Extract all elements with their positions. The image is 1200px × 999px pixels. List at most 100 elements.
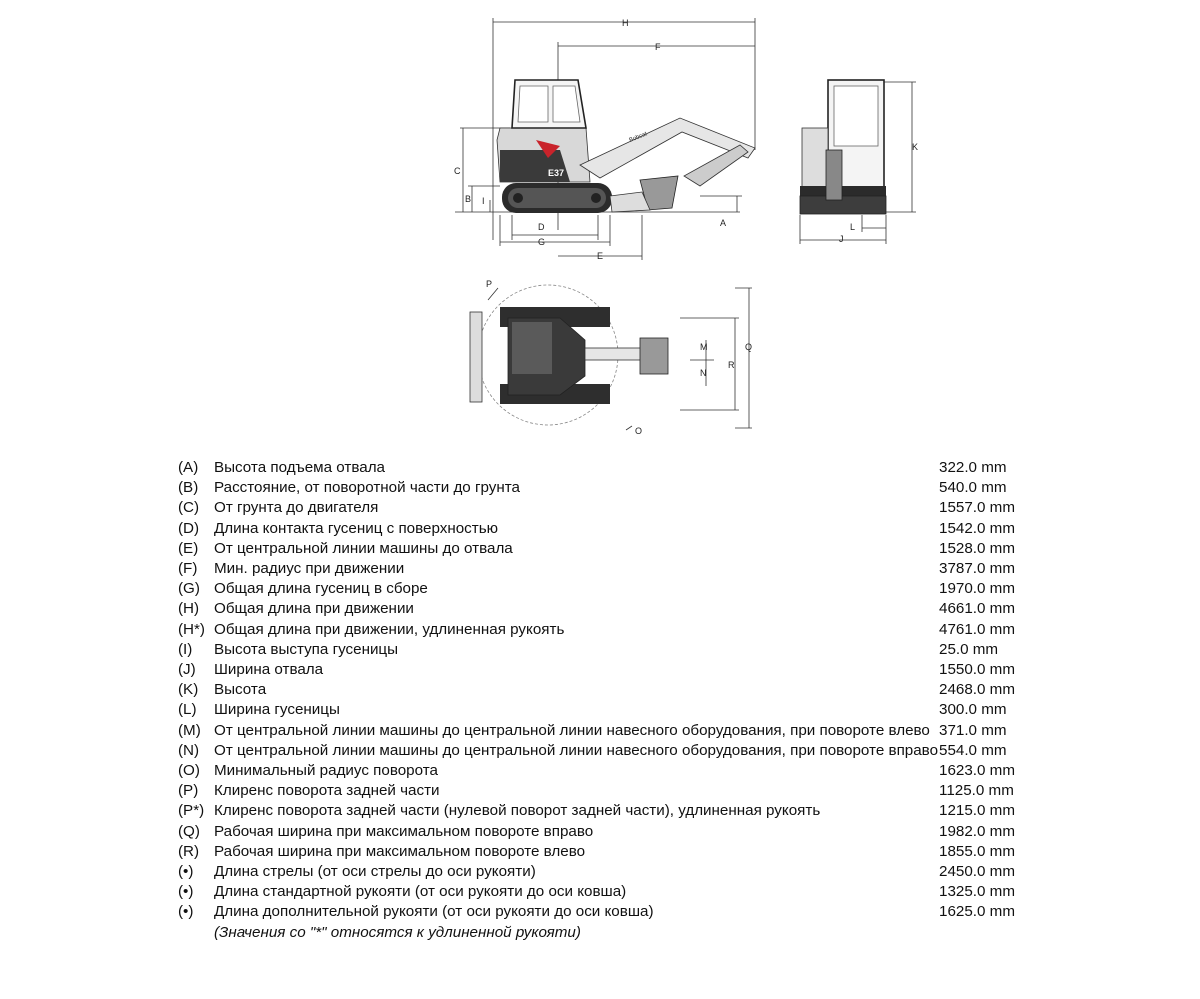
spec-value: 4661.0 mm (939, 600, 1015, 618)
dim-label-c: C (454, 166, 461, 176)
spec-value: 554.0 mm (939, 741, 1007, 759)
dim-label-i: I (482, 196, 485, 206)
spec-description: Минимальный радиус поворота (214, 762, 438, 780)
spec-code: (R) (178, 842, 200, 860)
spec-code: (I) (178, 640, 193, 658)
spec-row: (D) Длина контакта гусениц с поверхностью… (178, 519, 1048, 539)
spec-value: 3787.0 mm (939, 560, 1015, 578)
spec-code: (N) (178, 741, 200, 759)
top-view-diagram: P Q R M N O (469, 279, 752, 436)
spec-row: (E) От центральной линии машины до отвала… (178, 539, 1048, 559)
spec-row: (P*)Клиренс поворота задней части (нулев… (178, 801, 1048, 821)
spec-description: Длина контакта гусениц с поверхностью (214, 519, 499, 537)
dim-label-f: F (655, 42, 661, 52)
spec-row: (F) Мин. радиус при движении 3787.0 mm (178, 559, 1048, 579)
spec-row: (I) Высота выступа гусеницы 25.0 mm (178, 640, 1048, 660)
spec-row: (Q) Рабочая ширина при максимальном повор… (178, 822, 1048, 842)
spec-row: (•) Длина стрелы (от оси стрелы до оси ру… (178, 862, 1048, 882)
spec-description: Клиренс поворота задней части (нулевой п… (214, 802, 821, 820)
spec-description: Общая длина при движении (214, 600, 414, 618)
excavator-top-icon (469, 307, 669, 404)
spec-value: 1982.0 mm (939, 822, 1015, 840)
spec-code: (H*) (178, 620, 205, 638)
spec-code: (E) (178, 539, 199, 557)
dim-label-b: B (465, 194, 471, 204)
spec-value: 1542.0 mm (939, 519, 1015, 537)
spec-value: 1215.0 mm (939, 802, 1015, 820)
spec-description: Длина стрелы (от оси стрелы до оси рукоя… (214, 863, 536, 881)
spec-code: (G) (178, 580, 200, 598)
spec-description: Длина дополнительной рукояти (от оси рук… (214, 903, 654, 921)
dim-label-l: L (850, 222, 855, 232)
spec-row: (•) Длина дополнительной рукояти (от оси … (178, 902, 1048, 922)
excavator-front-icon (799, 79, 887, 215)
spec-description: Общая длина при движении, удлиненная рук… (214, 620, 565, 638)
spec-value: 1970.0 mm (939, 580, 1015, 598)
spec-code: (M) (178, 721, 201, 739)
dim-label-p: P (486, 279, 492, 289)
spec-description: От центральной линии машины до центральн… (214, 721, 930, 739)
dim-label-o: O (635, 426, 642, 436)
spec-code: (A) (178, 459, 199, 476)
spec-value: 2468.0 mm (939, 681, 1015, 699)
spec-code: (•) (178, 903, 194, 921)
spec-code: (P) (178, 782, 199, 800)
spec-code: (•) (178, 883, 194, 901)
spec-description: Ширина гусеницы (214, 701, 340, 719)
spec-value: 322.0 mm (939, 459, 1007, 476)
spec-row: (N) От центральной линии машины до центра… (178, 741, 1048, 761)
spec-description: Рабочая ширина при максимальном повороте… (214, 822, 594, 840)
spec-value: 1550.0 mm (939, 661, 1015, 679)
spec-description: Высота (214, 681, 267, 699)
front-view-diagram: K L J (799, 79, 918, 244)
dim-label-n: N (700, 368, 707, 378)
dim-label-h: H (622, 18, 629, 28)
spec-description: Высота подъема отвала (214, 459, 386, 476)
spec-value: 2450.0 mm (939, 863, 1015, 881)
spec-description: От центральной линии машины до отвала (214, 539, 513, 557)
spec-code: (Q) (178, 822, 200, 840)
spec-value: 25.0 mm (939, 640, 999, 658)
dim-label-a: A (720, 218, 726, 228)
spec-row: (A) Высота подъема отвала 322.0 mm (178, 458, 1048, 478)
spec-description: Расстояние, от поворотной части до грунт… (214, 479, 520, 497)
spec-row: (B) Расстояние, от поворотной части до гр… (178, 478, 1048, 498)
spec-code: (L) (178, 701, 197, 719)
spec-code: (O) (178, 762, 200, 780)
spec-code: (C) (178, 499, 200, 517)
dim-label-q: Q (745, 342, 752, 352)
spec-row: (M) От центральной линии машины до центра… (178, 721, 1048, 741)
spec-row: (•) Длина стандартной рукояти (от оси рук… (178, 882, 1048, 902)
spec-code: (F) (178, 560, 198, 578)
specifications-table: (A) Высота подъема отвала 322.0 mm (B) Расст… (178, 458, 1048, 943)
spec-description: Высота выступа гусеницы (214, 640, 399, 658)
spec-code: (J) (178, 661, 196, 679)
dim-label-r: R (728, 360, 735, 370)
spec-row: (R)Рабочая ширина при максимальном повор… (178, 842, 1048, 862)
footnote: (Значения со "*" относятся к удлиненной … (214, 923, 581, 941)
spec-description: Мин. радиус при движении (214, 560, 405, 578)
spec-value: 540.0 mm (939, 479, 1007, 497)
dimension-diagrams: H F C B I D G E A E37 Bobcat (0, 0, 1200, 445)
side-view-diagram: H F C B I D G E A E37 Bobcat (454, 18, 756, 261)
spec-code: (D) (178, 519, 200, 537)
spec-code: (B) (178, 479, 199, 497)
spec-description: От центральной линии машины до центральн… (214, 741, 939, 759)
spec-description: Длина стандартной рукояти (от оси рукоят… (214, 883, 627, 901)
dim-label-e: E (597, 251, 603, 261)
spec-value: 1625.0 mm (939, 903, 1015, 921)
dim-label-j: J (839, 234, 844, 244)
spec-value: 371.0 mm (939, 721, 1007, 739)
model-mark: E37 (548, 168, 564, 178)
spec-value: 300.0 mm (939, 701, 1007, 719)
spec-value: 1325.0 mm (939, 883, 1015, 901)
spec-code: (•) (178, 863, 194, 881)
dim-label-m: M (700, 342, 708, 352)
